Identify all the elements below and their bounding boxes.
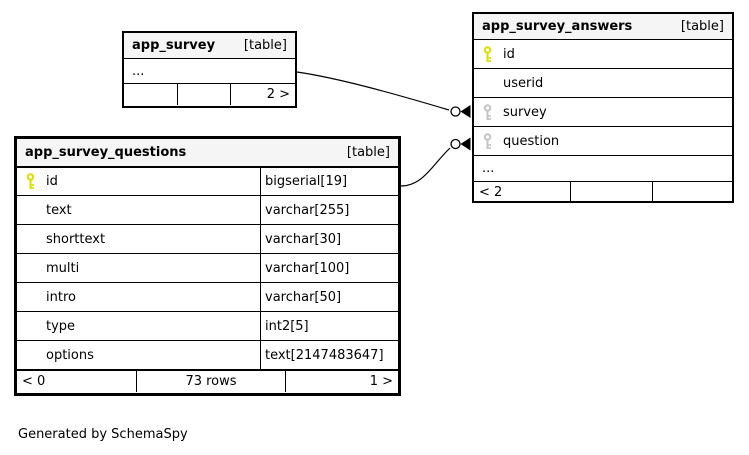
column-name: intro xyxy=(46,289,76,305)
footer-cell xyxy=(124,84,177,105)
table-header: app_survey_questions [table] xyxy=(17,139,398,166)
table-footer: < 0 73 rows 1 > xyxy=(17,369,398,392)
primary-key-icon xyxy=(474,45,503,63)
table-row: type int2[5] xyxy=(17,311,398,340)
table-header: app_survey_answers [table] xyxy=(474,14,732,39)
foreign-key-icon xyxy=(474,132,503,150)
footer-row-count: 73 rows xyxy=(136,371,285,392)
column-name: multi xyxy=(46,260,80,276)
column-type: bigserial[19] xyxy=(260,168,398,195)
column-name: userid xyxy=(503,75,544,91)
column-type: varchar[255] xyxy=(260,196,398,224)
column-name: ... xyxy=(132,63,145,79)
generated-by-note: Generated by SchemaSpy xyxy=(18,427,188,442)
column-name: question xyxy=(503,133,560,149)
column-name: id xyxy=(46,174,58,189)
column-type: text[2147483647] xyxy=(260,341,398,369)
column-type: varchar[50] xyxy=(260,283,398,311)
table-row: intro varchar[50] xyxy=(17,282,398,311)
table-row: options text[2147483647] xyxy=(17,340,398,369)
column-name: survey xyxy=(503,104,547,120)
table-row-ellipsis: ... xyxy=(124,58,295,83)
table-row: question xyxy=(474,126,732,155)
relationship-question-fk xyxy=(400,137,471,187)
table-type-badge: [table] xyxy=(243,38,287,53)
footer-cell xyxy=(652,182,732,202)
table-row: text varchar[255] xyxy=(17,195,398,224)
edge-odot-endpoint xyxy=(450,138,461,150)
table-row: userid xyxy=(474,68,732,97)
footer-related-count: < 2 xyxy=(479,184,503,200)
table-footer: 2 > xyxy=(124,83,295,105)
column-type: varchar[100] xyxy=(260,254,398,282)
column-type: int2[5] xyxy=(260,312,398,340)
column-type: varchar[30] xyxy=(260,225,398,253)
edge-odot-endpoint xyxy=(450,106,461,117)
table-row-ellipsis: ... xyxy=(474,155,732,181)
table-type-badge: [table] xyxy=(680,19,724,34)
edge-arrowhead xyxy=(460,137,471,151)
relationship-survey-fk xyxy=(296,71,471,118)
column-name: shorttext xyxy=(46,231,106,247)
footer-cell xyxy=(177,84,230,105)
table-type-badge: [table] xyxy=(346,145,390,160)
table-row: survey xyxy=(474,97,732,126)
table-app-survey-questions[interactable]: app_survey_questions [table] id bigseria… xyxy=(14,136,401,396)
table-row: multi varchar[100] xyxy=(17,253,398,282)
column-name: type xyxy=(46,318,76,334)
table-header: app_survey [table] xyxy=(124,33,295,58)
table-app-survey[interactable]: app_survey [table] ... 2 > xyxy=(122,31,297,108)
table-row: shorttext varchar[30] xyxy=(17,224,398,253)
edge-arrowhead xyxy=(460,105,471,118)
primary-key-icon xyxy=(17,173,46,190)
table-name: app_survey_questions xyxy=(25,145,187,160)
table-row: id bigserial[19] xyxy=(17,166,398,195)
column-name: options xyxy=(46,347,94,363)
table-name: app_survey xyxy=(132,38,216,53)
table-app-survey-answers[interactable]: app_survey_answers [table] id userid xyxy=(472,12,734,203)
footer-related-count: < 0 xyxy=(22,374,46,389)
table-row: id xyxy=(474,39,732,68)
column-name: ... xyxy=(482,161,495,176)
column-name: id xyxy=(503,46,515,62)
column-name: text xyxy=(46,202,72,218)
table-footer: < 2 xyxy=(474,181,732,202)
table-name: app_survey_answers xyxy=(482,19,633,34)
foreign-key-icon xyxy=(474,103,503,121)
footer-cell xyxy=(570,182,652,202)
footer-related-count: 2 > xyxy=(230,84,295,105)
footer-related-count: 1 > xyxy=(285,371,398,392)
